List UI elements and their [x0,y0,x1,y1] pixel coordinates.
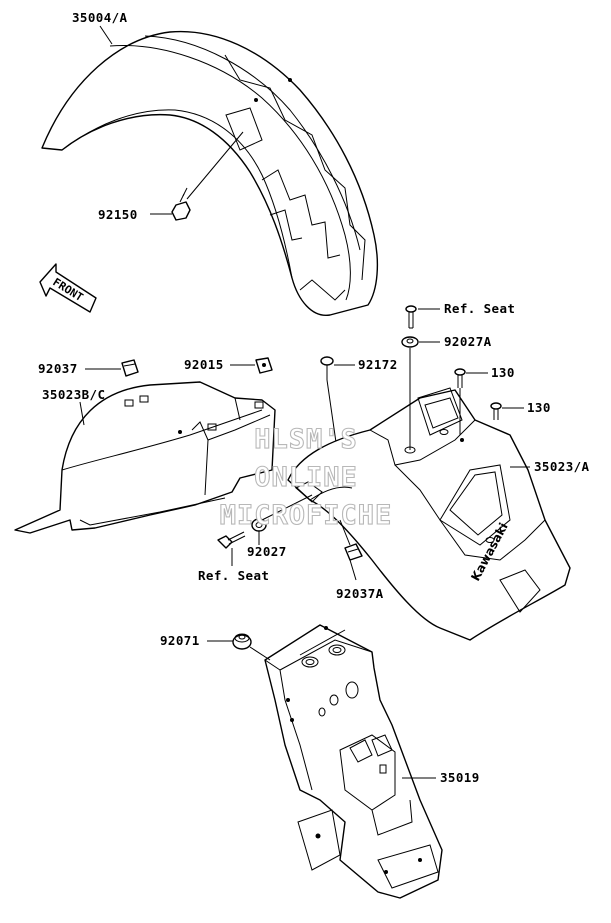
bolt-130-lower-icon [490,402,502,420]
mudguard [264,624,443,899]
label-92037a: 92037A [336,586,384,601]
label-35004a: 35004/A [72,10,128,25]
clip-92037a-icon [344,543,363,561]
nut-clip-92015-icon [255,357,273,374]
rear-fender: Kawasaki [287,387,571,641]
label-ref-seat-top: Ref. Seat [444,301,515,316]
watermark: HLSM'S ONLINE MICROFICHE [219,423,393,531]
front-fender [41,30,379,316]
inner-fender [14,381,276,534]
label-ref-seat-bottom: Ref. Seat [198,568,269,583]
label-92071: 92071 [160,633,200,648]
watermark-line-2: ONLINE [254,462,358,493]
label-92150: 92150 [98,207,138,222]
clip-92037-icon [121,359,139,377]
washer-92027-icon [251,518,267,532]
bolt-130-upper-icon [454,368,466,388]
label-130-upper: 130 [491,365,515,380]
label-92015: 92015 [184,357,224,372]
grommet-92071-icon [232,633,252,650]
label-35019: 35019 [440,770,480,785]
label-92027a: 92027A [444,334,492,349]
label-92037: 92037 [38,361,78,376]
bolt-92150-icon [171,187,191,221]
watermark-line-1: HLSM'S [254,424,358,455]
label-35023a: 35023/A [534,459,590,474]
label-92027: 92027 [247,544,287,559]
label-92172: 92172 [358,357,398,372]
screw-92172-icon [320,356,334,380]
label-130-lower: 130 [527,400,551,415]
washer-92027a-icon [401,336,419,348]
label-35023bc: 35023B/C [42,387,105,402]
bolt-ref-seat-bottom-icon [217,531,246,549]
watermark-line-3: MICROFICHE [220,500,393,531]
bolt-ref-seat-top-icon [405,305,417,329]
front-direction-arrow: FRONT [39,263,97,313]
